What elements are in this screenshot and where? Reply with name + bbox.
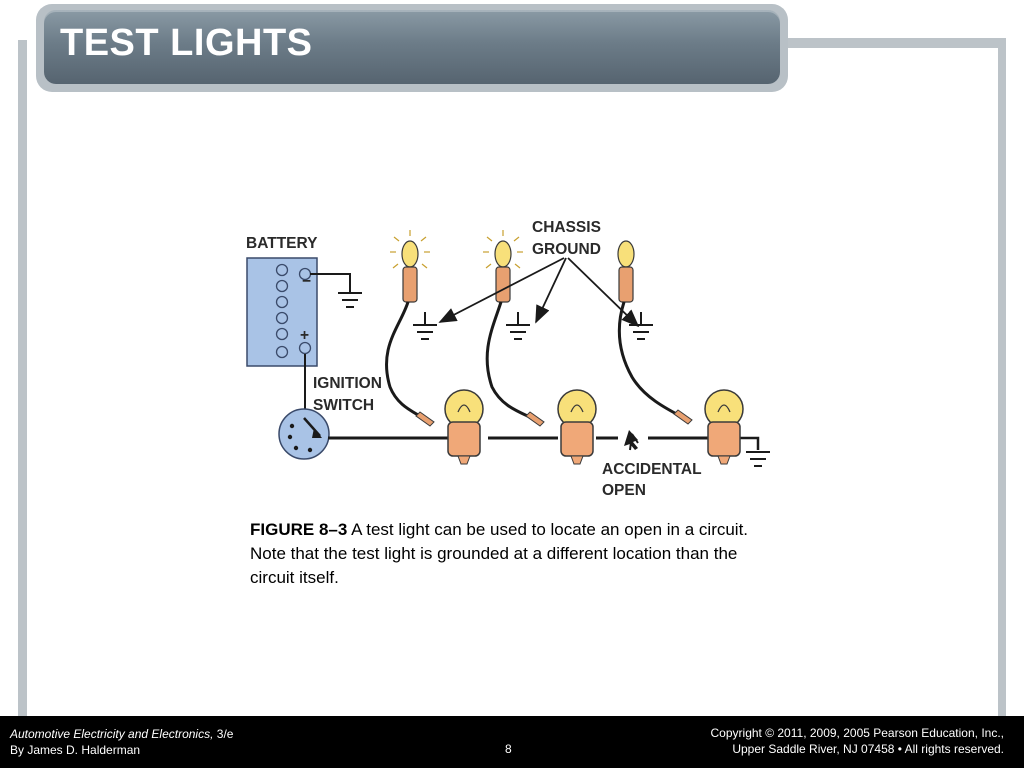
slide-frame-right bbox=[998, 40, 1006, 716]
accidental-open-label-line2: OPEN bbox=[602, 482, 646, 499]
positive-sign: + bbox=[300, 327, 309, 344]
test-light-2-ground bbox=[506, 312, 530, 340]
chassis-ground-label-line2: GROUND bbox=[532, 241, 601, 258]
slide-frame-left bbox=[18, 40, 27, 716]
slide-frame-top bbox=[760, 38, 1006, 48]
page-title: TEST LIGHTS bbox=[60, 22, 313, 64]
figure-number: FIGURE 8–3 bbox=[250, 520, 348, 539]
pointer-arrow-icon bbox=[624, 430, 638, 450]
book-title: Automotive Electricity and Electronics, bbox=[10, 727, 214, 741]
ignition-switch bbox=[278, 408, 330, 460]
test-light-3 bbox=[617, 240, 693, 425]
copyright-line-1: Copyright © 2011, 2009, 2005 Pearson Edu… bbox=[710, 726, 1004, 740]
circuit-bulb-3 bbox=[704, 389, 744, 465]
ground-wire bbox=[310, 273, 351, 292]
circuit-bulb-2 bbox=[557, 389, 597, 465]
ignition-switch-label-line2: SWITCH bbox=[313, 397, 374, 414]
test-light-1 bbox=[384, 230, 435, 427]
positive-terminal bbox=[298, 341, 312, 355]
battery-label: BATTERY bbox=[246, 235, 318, 252]
book-citation: Automotive Electricity and Electronics, … bbox=[10, 727, 233, 741]
page-number: 8 bbox=[505, 742, 512, 756]
circuit-bulb-1 bbox=[444, 389, 484, 465]
book-edition: 3/e bbox=[216, 727, 234, 741]
battery bbox=[246, 257, 318, 367]
chassis-ground-label-line1: CHASSIS bbox=[532, 219, 601, 236]
chassis-ground-arrows bbox=[438, 257, 640, 328]
circuit-ground-wire bbox=[740, 436, 760, 450]
title-bar bbox=[44, 10, 780, 84]
negative-sign: − bbox=[302, 273, 311, 290]
author: By James D. Halderman bbox=[10, 743, 141, 757]
test-light-2 bbox=[483, 230, 545, 427]
test-light-1-ground bbox=[413, 312, 437, 340]
ignition-switch-label-line1: IGNITION bbox=[313, 375, 382, 392]
circuit-ground-symbol bbox=[746, 451, 770, 467]
copyright-line-2: Upper Saddle River, NJ 07458 • All right… bbox=[732, 742, 1004, 756]
circuit-diagram: − + bbox=[240, 212, 776, 500]
caption-text: A test light can be used to locate an op… bbox=[250, 520, 749, 587]
battery-ground-symbol bbox=[338, 292, 362, 308]
footer: Automotive Electricity and Electronics, … bbox=[0, 716, 1024, 768]
figure-caption: FIGURE 8–3 A test light can be used to l… bbox=[250, 518, 770, 590]
accidental-open-label-line1: ACCIDENTAL bbox=[602, 461, 702, 478]
test-light-3-ground bbox=[629, 312, 653, 340]
